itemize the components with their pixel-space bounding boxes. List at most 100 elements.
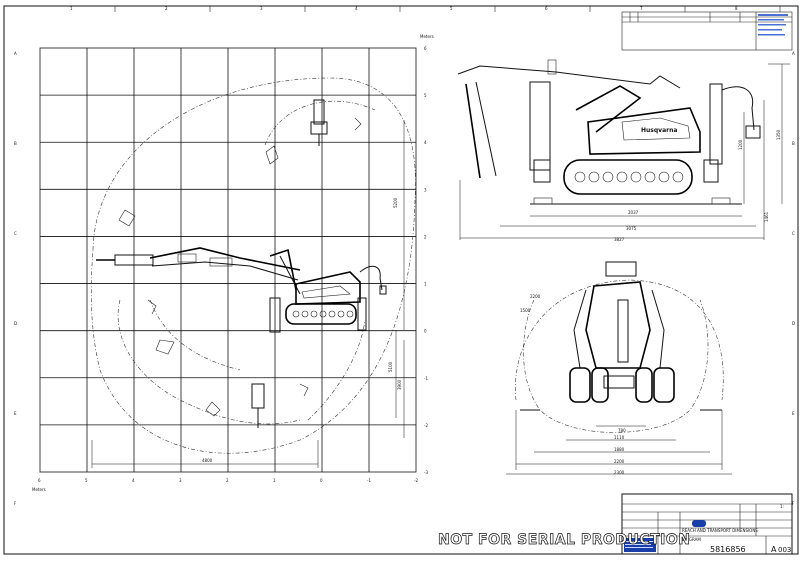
dim-height-total: 1350: [776, 129, 781, 140]
y-tick-label: 6: [424, 46, 427, 51]
boom-column: [529, 81, 551, 171]
revision-block: [621, 11, 793, 51]
y-tick-label: 3: [424, 187, 427, 192]
reach-arc-right: [307, 319, 366, 421]
frame-row-label-left: F: [14, 501, 17, 506]
dim-length-track: 2037: [628, 210, 639, 215]
x-tick-label: 3: [179, 478, 182, 483]
front-top-block: [605, 261, 637, 277]
track-roller: [630, 171, 642, 183]
dim-width-a: 1110: [614, 435, 625, 440]
attachment-bottom: [205, 383, 309, 428]
boom-folded-top: [457, 65, 681, 89]
frame-row-label-right: F: [792, 501, 795, 506]
dim-height-cab: 1200: [738, 139, 743, 150]
y-tick-label: -3: [424, 470, 428, 475]
dim-horizontal-reach: 4800: [202, 458, 213, 463]
frame-col-label: 6: [545, 6, 548, 11]
x-tick-label: 6: [38, 478, 41, 483]
front-wheel-right-a: [635, 367, 653, 403]
track-roller: [292, 310, 300, 318]
frame-row-label-left: E: [14, 411, 17, 416]
title-line2: DIAGRAM: [682, 537, 701, 542]
track-roller: [602, 171, 614, 183]
engine-cover: [587, 107, 701, 155]
outrigger-right: [357, 297, 367, 331]
dim-length-total: 3827: [614, 237, 625, 242]
frame-row-label-right: D: [792, 321, 795, 326]
track-roller: [616, 171, 628, 183]
frame-col-label: 2: [165, 6, 168, 11]
reach-arc-top: [264, 100, 376, 146]
sheet-border: [3, 5, 799, 555]
dim-height-b: 3900: [397, 379, 402, 390]
machine-body-side: [269, 265, 387, 333]
attachment-left: [96, 209, 175, 355]
frame-col-label: 5: [450, 6, 453, 11]
y-tick-label: 1: [424, 282, 427, 287]
frame-row-label-left: B: [14, 141, 17, 146]
track-roller: [346, 310, 354, 318]
track-transport: [563, 159, 693, 195]
frame-row-label-left: A: [14, 51, 17, 56]
reach-envelope-inner: [117, 299, 301, 425]
revision-number: 003: [778, 546, 791, 554]
dim-ground-clear: 1461: [764, 211, 769, 222]
dim-width-d: 2300: [614, 470, 625, 475]
title-line1: REACH AND TRANSPORT DIMENSIONS: [682, 528, 758, 533]
boom-arm-extended: [149, 247, 301, 295]
front-wheel-left-a: [569, 367, 591, 403]
front-wheel-left-b: [591, 367, 609, 403]
frame-row-label-right: B: [792, 141, 795, 146]
frame-row-label-left: C: [14, 231, 17, 236]
frame-col-label: 3: [260, 6, 263, 11]
x-tick-label: 0: [320, 478, 323, 483]
reach-arc-inner: [149, 299, 241, 371]
track-roller: [319, 310, 327, 318]
dim-length-body: 3075: [626, 226, 637, 231]
attachment-top: [265, 99, 362, 165]
y-tick-label: -2: [424, 423, 428, 428]
y-tick-label: 4: [424, 140, 427, 145]
units-label-bottom: Meters: [32, 487, 46, 492]
watermark-not-for-serial: NOT FOR SERIAL PRODUCTION: [438, 532, 691, 548]
front-swing-arc-mid: [515, 279, 724, 401]
dim-width-c: 2200: [614, 459, 625, 464]
track-roller: [588, 171, 600, 183]
frame-row-label-right: A: [792, 51, 795, 56]
y-tick-label: 5: [424, 93, 427, 98]
reach-envelope-outer: [90, 77, 416, 454]
track-roller: [310, 310, 318, 318]
y-tick-label: 0: [424, 329, 427, 334]
track-roller: [301, 310, 309, 318]
track-roller: [658, 171, 670, 183]
track-side: [285, 303, 357, 325]
drawing-number: 5816856: [710, 545, 746, 554]
x-tick-label: 4: [132, 478, 135, 483]
x-tick-label: 2: [226, 478, 229, 483]
x-tick-label: 1: [273, 478, 276, 483]
reach-dimensions: 5200 5100 3900 4800: [91, 120, 405, 468]
outrigger-left: [269, 297, 281, 333]
track-roller: [328, 310, 336, 318]
dim-outrigger-lower: 1500: [520, 308, 531, 313]
frame-row-label-right: C: [792, 231, 795, 236]
dim-track-width: 780: [618, 428, 626, 433]
sheet-code: A: [771, 545, 777, 554]
dim-height-a: 5100: [388, 361, 393, 372]
frame-col-label: 1: [70, 6, 73, 11]
y-tick-label: -1: [424, 376, 428, 381]
title-block: REACH AND TRANSPORT DIMENSIONS DIAGRAM 5…: [621, 493, 793, 555]
frame-row-label-right: E: [792, 411, 795, 416]
dim-width-b: 1880: [614, 447, 625, 452]
front-view: 2200 1500 780 1110 1880 2200 2300: [506, 261, 732, 475]
x-tick-label: -1: [367, 478, 371, 483]
track-roller: [644, 171, 656, 183]
dim-outrigger-upper: 2200: [530, 294, 541, 299]
